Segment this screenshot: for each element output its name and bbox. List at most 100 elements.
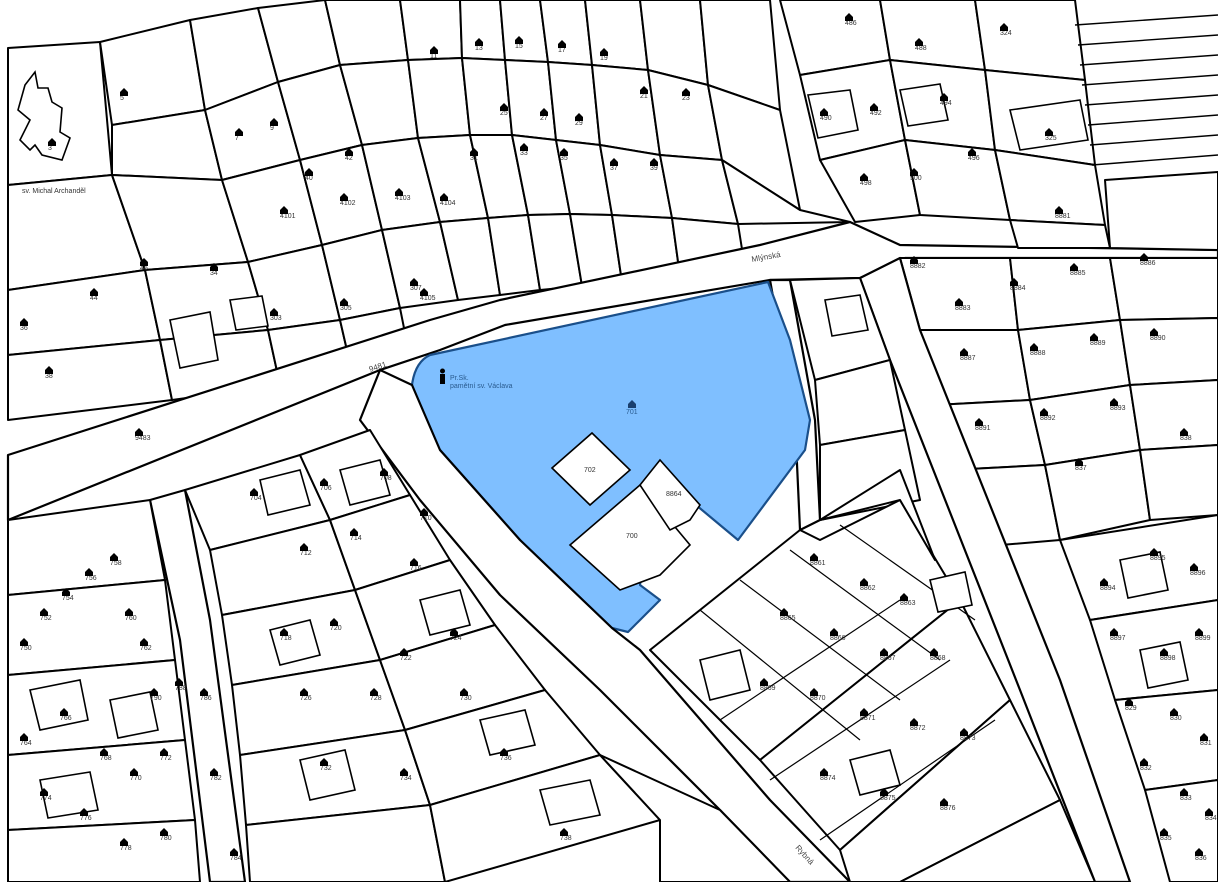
parcel-number-label: 8895 <box>1150 555 1166 562</box>
parcel-number-label: 23 <box>682 95 690 102</box>
parcel-number-label: 766 <box>60 715 72 722</box>
house-icon <box>20 638 28 646</box>
house-icon <box>1160 648 1168 656</box>
parcel-number-label: 3 <box>48 145 52 152</box>
house-icon <box>955 298 963 306</box>
house-icon <box>140 258 148 266</box>
parcel-number-label: 27 <box>540 115 548 122</box>
house-icon <box>1180 788 1188 796</box>
parcel-number-label: 500 <box>910 175 922 182</box>
parcel-number-label: 762 <box>140 645 152 652</box>
house-icon <box>305 168 313 176</box>
parcel-number-label: 21 <box>640 93 648 100</box>
house-icon <box>1000 23 1008 31</box>
parcel-number-label: 8886 <box>1140 260 1156 267</box>
house-icon <box>1150 328 1158 336</box>
house-icon <box>150 688 158 696</box>
house-icon <box>540 108 548 116</box>
parcel-number-label: 704 <box>250 495 262 502</box>
parcel-number-label: 7 <box>235 135 239 142</box>
house-icon <box>400 648 408 656</box>
house-icon <box>860 708 868 716</box>
house-icon <box>880 648 888 656</box>
house-icon <box>420 288 428 296</box>
house-icon <box>40 608 48 616</box>
house-icon <box>760 678 768 686</box>
highlighted-parcel[interactable] <box>410 280 812 634</box>
church-block <box>7 41 113 186</box>
house-icon <box>340 193 348 201</box>
house-icon <box>100 748 108 756</box>
parcel-number-label: 760 <box>125 615 137 622</box>
house-icon <box>650 158 658 166</box>
house-icon <box>380 468 388 476</box>
parcel-number-label: 758 <box>110 560 122 567</box>
parcel-number-label: 4102 <box>340 200 356 207</box>
house-icon <box>1125 698 1133 706</box>
rybna-street <box>358 368 852 882</box>
parcel-number-label: 738 <box>560 835 572 842</box>
street-label-church: sv. Michal Archanděl <box>22 188 86 195</box>
highlight-note-1: Pr.Sk. <box>450 375 469 382</box>
house-icon <box>780 608 788 616</box>
parcel-number-label: 8888 <box>1030 350 1046 357</box>
house-icon <box>1140 758 1148 766</box>
house-icon <box>160 748 168 756</box>
house-icon <box>460 688 468 696</box>
house-icon <box>1010 278 1018 286</box>
parcel-number-label: 496 <box>968 155 980 162</box>
parcel-number-label: 8875 <box>880 795 896 802</box>
house-icon <box>40 788 48 796</box>
parcel-number-label: 494 <box>940 100 952 107</box>
house-icon <box>370 688 378 696</box>
house-icon <box>45 366 53 374</box>
parcel-number-label: 29 <box>575 120 583 127</box>
building-8864[interactable] <box>639 458 702 532</box>
house-icon <box>628 400 636 408</box>
parcel-number-label: 4104 <box>440 200 456 207</box>
house-icon <box>90 288 98 296</box>
parcel-number-label: 710 <box>420 515 432 522</box>
parcel-number-label: 8861 <box>810 560 826 567</box>
parcel-number-label: 8890 <box>1150 335 1166 342</box>
parcel-number-label: 35 <box>560 155 568 162</box>
parcel-number-label: 498 <box>860 180 872 187</box>
house-icon <box>395 188 403 196</box>
parcel-number-label: 8891 <box>975 425 991 432</box>
parcel-number-label: 9483 <box>135 435 151 442</box>
house-icon <box>930 648 938 656</box>
parcel-number-label: 774 <box>40 795 52 802</box>
house-icon <box>1030 343 1038 351</box>
parcel-number-label: 770 <box>130 775 142 782</box>
house-icon <box>1160 828 1168 836</box>
house-icon <box>968 148 976 156</box>
parcel-number-label: 722 <box>400 655 412 662</box>
house-icon <box>560 828 568 836</box>
highlight-parcel-number: 701 <box>626 409 638 416</box>
house-icon <box>320 478 328 486</box>
bottom-right-parcels <box>649 469 1096 882</box>
parcel-number-label: 25 <box>500 110 508 117</box>
parcel-number-label: 8885 <box>1070 270 1086 277</box>
house-icon <box>470 148 478 156</box>
house-icon <box>810 688 818 696</box>
parcel-number-label: 8870 <box>810 695 826 702</box>
lower-left-parcels <box>7 295 411 421</box>
house-icon <box>610 158 618 166</box>
house-icon <box>350 528 358 536</box>
house-icon <box>160 828 168 836</box>
house-icon <box>500 748 508 756</box>
parcel-number-label: 11 <box>430 53 437 60</box>
parcel-number-label: 36 <box>20 325 28 332</box>
parcel-number-label: 8899 <box>1195 635 1211 642</box>
parcel-number-label: 4103 <box>395 195 411 202</box>
parcel-number-label: 768 <box>100 755 112 762</box>
parcel-number-label: 8867 <box>880 655 896 662</box>
house-icon <box>960 728 968 736</box>
house-icon <box>1140 253 1148 261</box>
parcel-number-label: 726 <box>300 695 312 702</box>
parcel-number-label: 8865 <box>780 615 796 622</box>
building-702[interactable] <box>550 431 632 507</box>
